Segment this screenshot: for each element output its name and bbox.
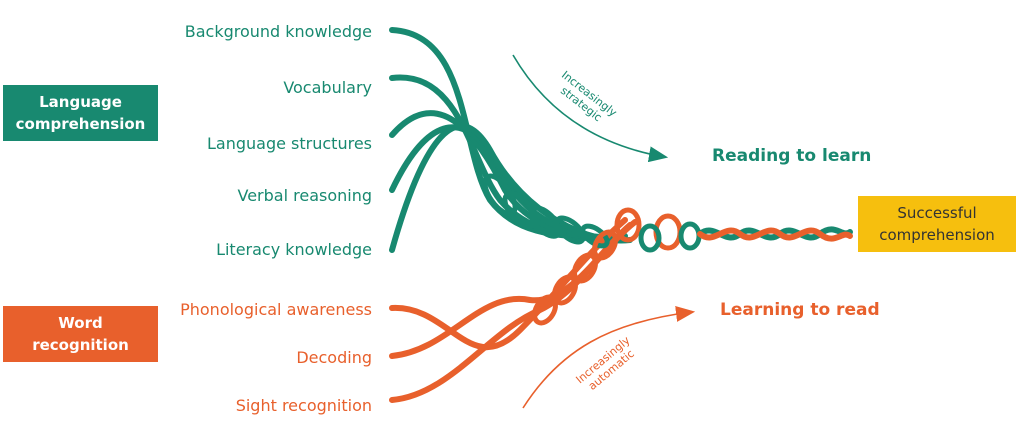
outcome-line1: Successful: [897, 204, 977, 222]
outcome-line2: comprehension: [879, 226, 995, 244]
strand-label-verbal-reasoning: Verbal reasoning: [237, 186, 373, 205]
braided-rope: [697, 226, 853, 242]
rope-coils: [482, 173, 702, 326]
automatic-arrow: [522, 306, 696, 409]
strand-label-vocabulary: Vocabulary: [283, 78, 372, 97]
learning-to-read-label: Learning to read: [720, 300, 880, 320]
strand-label-language-structures: Language structures: [207, 134, 372, 153]
strand-label-sight-recognition: Sight recognition: [235, 396, 372, 415]
word-recognition-title-line2: recognition: [32, 336, 129, 354]
strand-label-literacy-knowledge: Literacy knowledge: [216, 240, 372, 259]
successful-comprehension-box: Successful comprehension: [858, 196, 1016, 252]
language-comprehension-title-line2: comprehension: [15, 115, 146, 133]
word-recognition-box: Word recognition: [3, 306, 158, 362]
strand-label-background-knowledge: Background knowledge: [184, 22, 372, 41]
strand-background-knowledge: [389, 27, 613, 241]
language-comprehension-box: Language comprehension: [3, 85, 158, 141]
word-recognition-title-line1: Word: [58, 314, 103, 332]
language-comprehension-title-line1: Language: [39, 93, 122, 111]
reading-to-learn-label: Reading to learn: [712, 146, 872, 166]
strand-label-phonological-awareness: Phonological awareness: [180, 300, 372, 319]
strand-sight-recognition: [389, 219, 638, 403]
strand-label-decoding: Decoding: [296, 348, 372, 367]
strategic-arrow: [512, 54, 669, 163]
